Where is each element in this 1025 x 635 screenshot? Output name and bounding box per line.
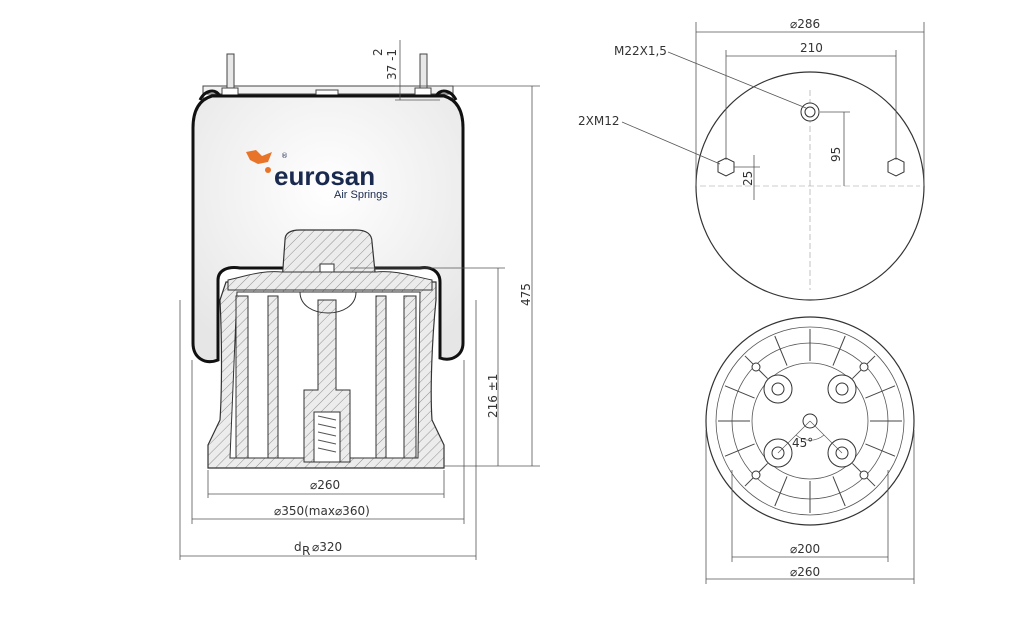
bottom-angle: 45° bbox=[792, 436, 813, 450]
piston-rib bbox=[724, 385, 755, 399]
dim-top-offset bbox=[395, 40, 440, 101]
top-dim-small-offset: 25 bbox=[741, 171, 755, 186]
side-bolt-right bbox=[887, 157, 905, 177]
label-side-threads: 2XM12 bbox=[578, 114, 619, 128]
top-view: ⌀286 210 M22X1,5 2XM12 95 25 bbox=[578, 17, 925, 301]
dim-rolling-subscript: R bbox=[302, 544, 310, 558]
top-dim-vertical-offset: 95 bbox=[829, 147, 843, 162]
brand-mark-icon bbox=[246, 150, 272, 164]
brand-name: eurosan bbox=[274, 161, 375, 191]
side-view: ® eurosan Air Springs 2 37 -1 475 216 ±1 bbox=[179, 40, 540, 560]
piston-rib bbox=[724, 443, 755, 457]
piston-rib bbox=[865, 385, 896, 399]
dim-top-small: 2 bbox=[371, 48, 385, 56]
dim-rolling: ⌀320 bbox=[312, 540, 342, 554]
stud-right bbox=[419, 53, 428, 89]
top-dim-bolt-spacing: 210 bbox=[800, 41, 823, 55]
dim-piston-base: ⌀260 bbox=[310, 478, 340, 492]
piston-rib bbox=[774, 476, 788, 507]
piston-rib bbox=[774, 335, 788, 366]
bottom-dim-outer: ⌀260 bbox=[790, 565, 820, 579]
bumper bbox=[281, 229, 377, 283]
brand-logo: ® eurosan Air Springs bbox=[246, 150, 388, 201]
dim-rolling-prefix: d bbox=[294, 540, 302, 554]
brand-registered: ® bbox=[281, 152, 288, 160]
dim-total-height: 475 bbox=[519, 283, 533, 306]
top-dim-outer: ⌀286 bbox=[790, 17, 820, 31]
bottom-dim-inner: ⌀200 bbox=[790, 542, 820, 556]
dim-top-offset-label: 37 -1 bbox=[385, 49, 399, 80]
piston-rib bbox=[832, 476, 846, 507]
dim-piston-diameter: ⌀350(max⌀360) bbox=[274, 504, 370, 518]
dim-piston-height: 216 ±1 bbox=[486, 374, 500, 418]
piston-rib bbox=[865, 443, 896, 457]
side-bolt-left bbox=[717, 157, 735, 177]
stud-left bbox=[226, 53, 235, 89]
brand-subtitle: Air Springs bbox=[334, 189, 388, 201]
bottom-view: 45° ⌀200 ⌀260 bbox=[705, 316, 915, 584]
label-center-thread: M22X1,5 bbox=[614, 44, 667, 58]
piston-rib bbox=[832, 335, 846, 366]
